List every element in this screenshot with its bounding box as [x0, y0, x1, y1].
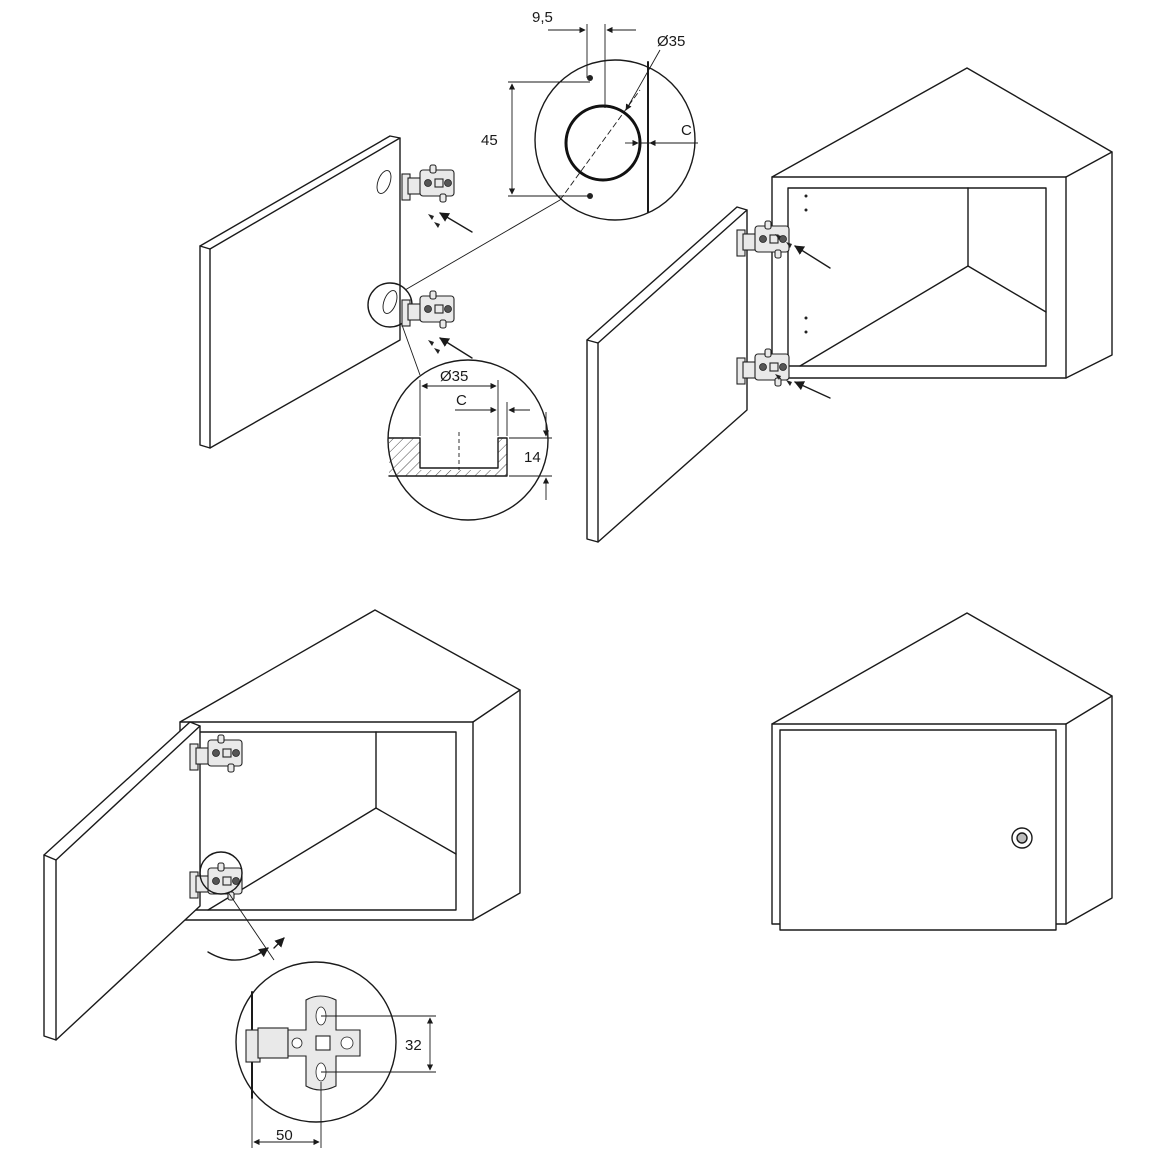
door-knob: [1011, 827, 1033, 849]
cabinet-2: [771, 67, 1113, 379]
detail-marker-circle-3: [199, 851, 243, 895]
dim-dia-35-top: Ø35: [657, 33, 685, 50]
insert-arrow-upper: [439, 212, 473, 233]
dim-14: 14: [524, 449, 541, 466]
dim-c-section: C: [456, 392, 467, 409]
finished-cabinet-view: [771, 612, 1113, 931]
hinge-upper-1: [401, 164, 455, 203]
insert-arrow-lower: [439, 337, 473, 359]
dim-9-5: 9,5: [532, 9, 553, 26]
rotation-arrow: [207, 947, 269, 961]
detail-mounting-plate: 32 50: [235, 961, 436, 1148]
door-drilling-view: 45 9,5 Ø35 C: [199, 9, 698, 521]
mount-arrow-upper: [794, 245, 831, 269]
closed-door: [779, 729, 1057, 931]
detail-hole-pattern: 45 9,5 Ø35 C: [481, 9, 698, 221]
door-adjustment-view: 32 50: [43, 609, 521, 1148]
door-panel-1: [199, 135, 401, 449]
cup-hole-upper: [376, 170, 392, 194]
dim-45: 45: [481, 132, 498, 149]
door-mounting-view: [586, 67, 1113, 543]
dim-50: 50: [276, 1127, 293, 1144]
cup-hole-lower: [382, 290, 398, 314]
mount-arrow-lower: [794, 381, 831, 399]
door-panel-2: [586, 206, 748, 543]
dim-c-top: C: [681, 122, 692, 139]
detail-cup-section: Ø35 C 14: [387, 359, 552, 521]
dim-dia-35-section: Ø35: [440, 368, 468, 385]
dim-32: 32: [405, 1037, 422, 1054]
door-panel-3: [43, 721, 201, 1041]
